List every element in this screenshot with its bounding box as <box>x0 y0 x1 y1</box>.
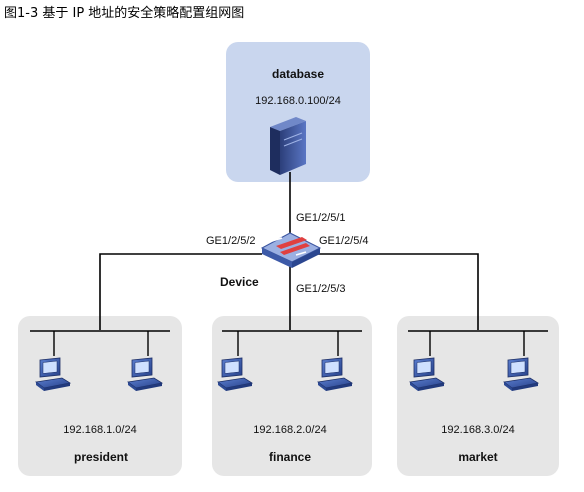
device-name: Device <box>220 275 259 289</box>
president-name: president <box>74 450 128 464</box>
market-subnet: 192.168.3.0/24 <box>441 424 514 436</box>
market-zone <box>397 316 559 476</box>
database-subnet: 192.168.0.100/24 <box>255 95 341 107</box>
port-label-top: GE1/2/5/1 <box>296 212 346 224</box>
president-subnet: 192.168.1.0/24 <box>63 424 136 436</box>
database-name: database <box>272 67 324 81</box>
finance-zone <box>212 316 372 476</box>
port-label-left: GE1/2/5/2 <box>206 235 256 247</box>
port-label-right: GE1/2/5/4 <box>319 235 369 247</box>
market-name: market <box>458 450 497 464</box>
finance-subnet: 192.168.2.0/24 <box>253 424 326 436</box>
finance-name: finance <box>269 450 311 464</box>
president-zone <box>18 316 182 476</box>
server-icon <box>270 117 306 175</box>
firewall-device-icon <box>260 232 322 268</box>
lan-buses <box>30 330 548 356</box>
figure-caption: 图1-3 基于 IP 地址的安全策略配置组网图 <box>4 6 245 21</box>
database-zone <box>226 42 370 182</box>
network-links <box>99 172 479 330</box>
port-label-bottom: GE1/2/5/3 <box>296 283 346 295</box>
